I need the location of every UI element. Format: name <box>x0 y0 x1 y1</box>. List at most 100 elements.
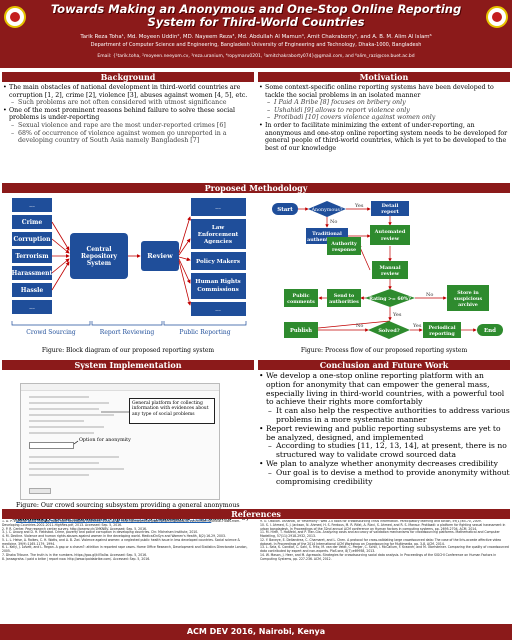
section-heading-motivation: Motivation <box>258 72 510 82</box>
review-label: Review <box>147 252 173 260</box>
output-box-policy-makers: Policy Makers <box>191 252 246 270</box>
screenshot-line <box>29 468 124 470</box>
background-bullet: 68% of occurrence of violence against wo… <box>2 130 254 145</box>
conclusion-bullet: Report reviewing and public reporting su… <box>258 424 510 443</box>
flow-node-label: reporting <box>429 331 455 337</box>
reference-item: 13. L. Sela, K. Condiar, C. Sahl, S. Fri… <box>260 545 509 553</box>
flow-node-label: Send to <box>334 293 354 299</box>
flow-node-label: comments <box>287 299 315 305</box>
conclusion-bullet: We develop a one-stop online reporting p… <box>258 372 510 407</box>
flow-node-label: Anonymous? <box>311 207 343 213</box>
reference-item: 12. Y. Baveye, E. Dellandrea, C. Chamare… <box>260 537 502 546</box>
reference-item: 7. Dhaka Tribune. The truth is in the nu… <box>2 552 148 557</box>
central-label-line3: System <box>87 260 112 267</box>
output-label-line: Enforcement <box>198 232 239 238</box>
flow-node-label: report <box>381 209 399 215</box>
flow-node-label: review <box>381 236 400 242</box>
label-report-reviewing: Report Reviewing <box>100 329 155 336</box>
background-bullet: One of the most prominent reasons behind… <box>2 107 254 122</box>
screenshot-nav-bar <box>21 384 219 391</box>
input-box: Corruption <box>12 232 52 246</box>
motivation-bullet: I Paid A Bribe [8] focuses on bribery on… <box>258 99 510 107</box>
motivation-bullet: Some context-specific online reporting s… <box>258 84 510 99</box>
screenshot-submit-button <box>29 488 51 494</box>
platform-screenshot: General platform for collecting informat… <box>20 383 220 500</box>
output-label-line: Agencies <box>203 239 232 245</box>
reference-item: 4. M. Decline. Violence and human rights… <box>2 534 226 538</box>
screenshot-line <box>29 474 89 476</box>
conclusion-bullet: Our goal is to devise a method to provid… <box>258 468 510 487</box>
section-heading-background: Background <box>2 72 254 82</box>
conclusion-bullet: It can also help the respective authorit… <box>258 406 510 425</box>
flow-node-label: Manual <box>379 265 400 271</box>
section-heading-implementation: System Implementation <box>2 360 254 370</box>
input-box: Terrorism <box>12 249 52 263</box>
input-label: Harassment <box>12 270 53 277</box>
output-box: ... <box>191 302 246 316</box>
input-label: ... <box>29 304 35 311</box>
motivation-bullet: Protibadi [10] covers violence against w… <box>258 114 510 122</box>
flow-node-start: Start <box>272 203 298 215</box>
review-node: Review <box>141 241 179 271</box>
anonymity-select-field <box>29 442 74 449</box>
motivation-panel: Some context-specific online reporting s… <box>258 84 510 182</box>
process-flow-diagram: Yes No No Yes No Yes Start Anonymous? De… <box>272 201 503 339</box>
output-box-human-rights: Human Rights Commissions <box>191 273 246 299</box>
motivation-bullet: Ushahidi [9] allows to report violence o… <box>258 107 510 115</box>
conclusion-panel: We develop a one-stop online reporting p… <box>258 372 510 504</box>
poster-title: Towards Making an Anonymous and One-Stop… <box>50 2 462 29</box>
screenshot-line <box>29 414 114 416</box>
flow-node-anonymous: Anonymous? <box>308 201 346 217</box>
output-box: ... <box>191 198 246 216</box>
output-label: ... <box>215 204 221 211</box>
block-output-group: ... Law Enforcement Agencies Policy Make… <box>191 198 246 316</box>
conclusion-bullet: We plan to analyze whether anonymity dec… <box>258 459 510 469</box>
edge-label-no: No <box>330 219 337 225</box>
input-box: Harassment <box>12 266 53 280</box>
flow-diagram-caption: Figure: Process flow of our proposed rep… <box>300 347 468 354</box>
platform-link[interactable]: (http://cse.buet.ac.bd/summer/public/ind… <box>16 516 212 523</box>
screenshot-callout: General platform for collecting informat… <box>129 398 215 424</box>
flow-node-label: Solved? <box>378 328 399 334</box>
output-label-line: Law <box>212 225 225 231</box>
reference-item: 1. D. P. Integrity: Illicit financial fl… <box>2 520 241 527</box>
input-box: Hassle <box>12 283 52 297</box>
output-box-law-enforcement: Law Enforcement Agencies <box>191 219 246 249</box>
reference-item: 6. L. Kelly, J. Lovett, and L. Regan. A … <box>2 545 248 553</box>
flow-node-label: review <box>381 271 400 277</box>
flow-node-label: Automated <box>374 229 406 235</box>
anonymity-callout: Option for anonymity <box>79 438 131 443</box>
callout-arrows <box>73 411 129 445</box>
contact-email: Email: {¹tarik.toha, ²moyeen.neeyom.cv, … <box>97 54 415 59</box>
reference-item: 9. O. Okolloh. Ushahidi, or 'testimony':… <box>260 520 482 523</box>
label-public-reporting: Public Reporting <box>179 329 230 336</box>
input-arrows <box>51 221 70 291</box>
screenshot-line <box>29 456 119 458</box>
author-list: Tarik Reza Toha¹, Md. Moyeen Uddin², MD.… <box>80 34 432 40</box>
reference-item: 3. J. C. Anovg and D. H. Fieldstad. Crim… <box>2 530 199 535</box>
output-label-line: Human Rights <box>195 279 240 285</box>
flow-node-label: Store in <box>457 290 479 296</box>
label-crowd-sourcing: Crowd Sourcing <box>26 329 76 336</box>
background-panel: The main obstacles of national developme… <box>2 84 254 182</box>
reference-item: 8. Janaagraha. I paid a bribe | report n… <box>2 556 151 561</box>
screenshot-line <box>29 432 94 434</box>
input-box: ... <box>12 198 52 212</box>
bottom-brackets <box>11 321 247 326</box>
screenshot-line <box>29 420 84 422</box>
buet-logo-left <box>4 6 26 28</box>
input-label: Corruption <box>13 236 51 243</box>
input-box: ... <box>12 300 52 314</box>
screenshot-line <box>29 426 104 428</box>
conclusion-bullet: According to studies [11, 12, 13, 14], a… <box>258 442 510 460</box>
affiliation: Department of Computer Science and Engin… <box>90 42 422 48</box>
flow-node-label: End <box>484 328 496 334</box>
background-bullet: Sexual violence and rape are the most un… <box>2 122 254 130</box>
